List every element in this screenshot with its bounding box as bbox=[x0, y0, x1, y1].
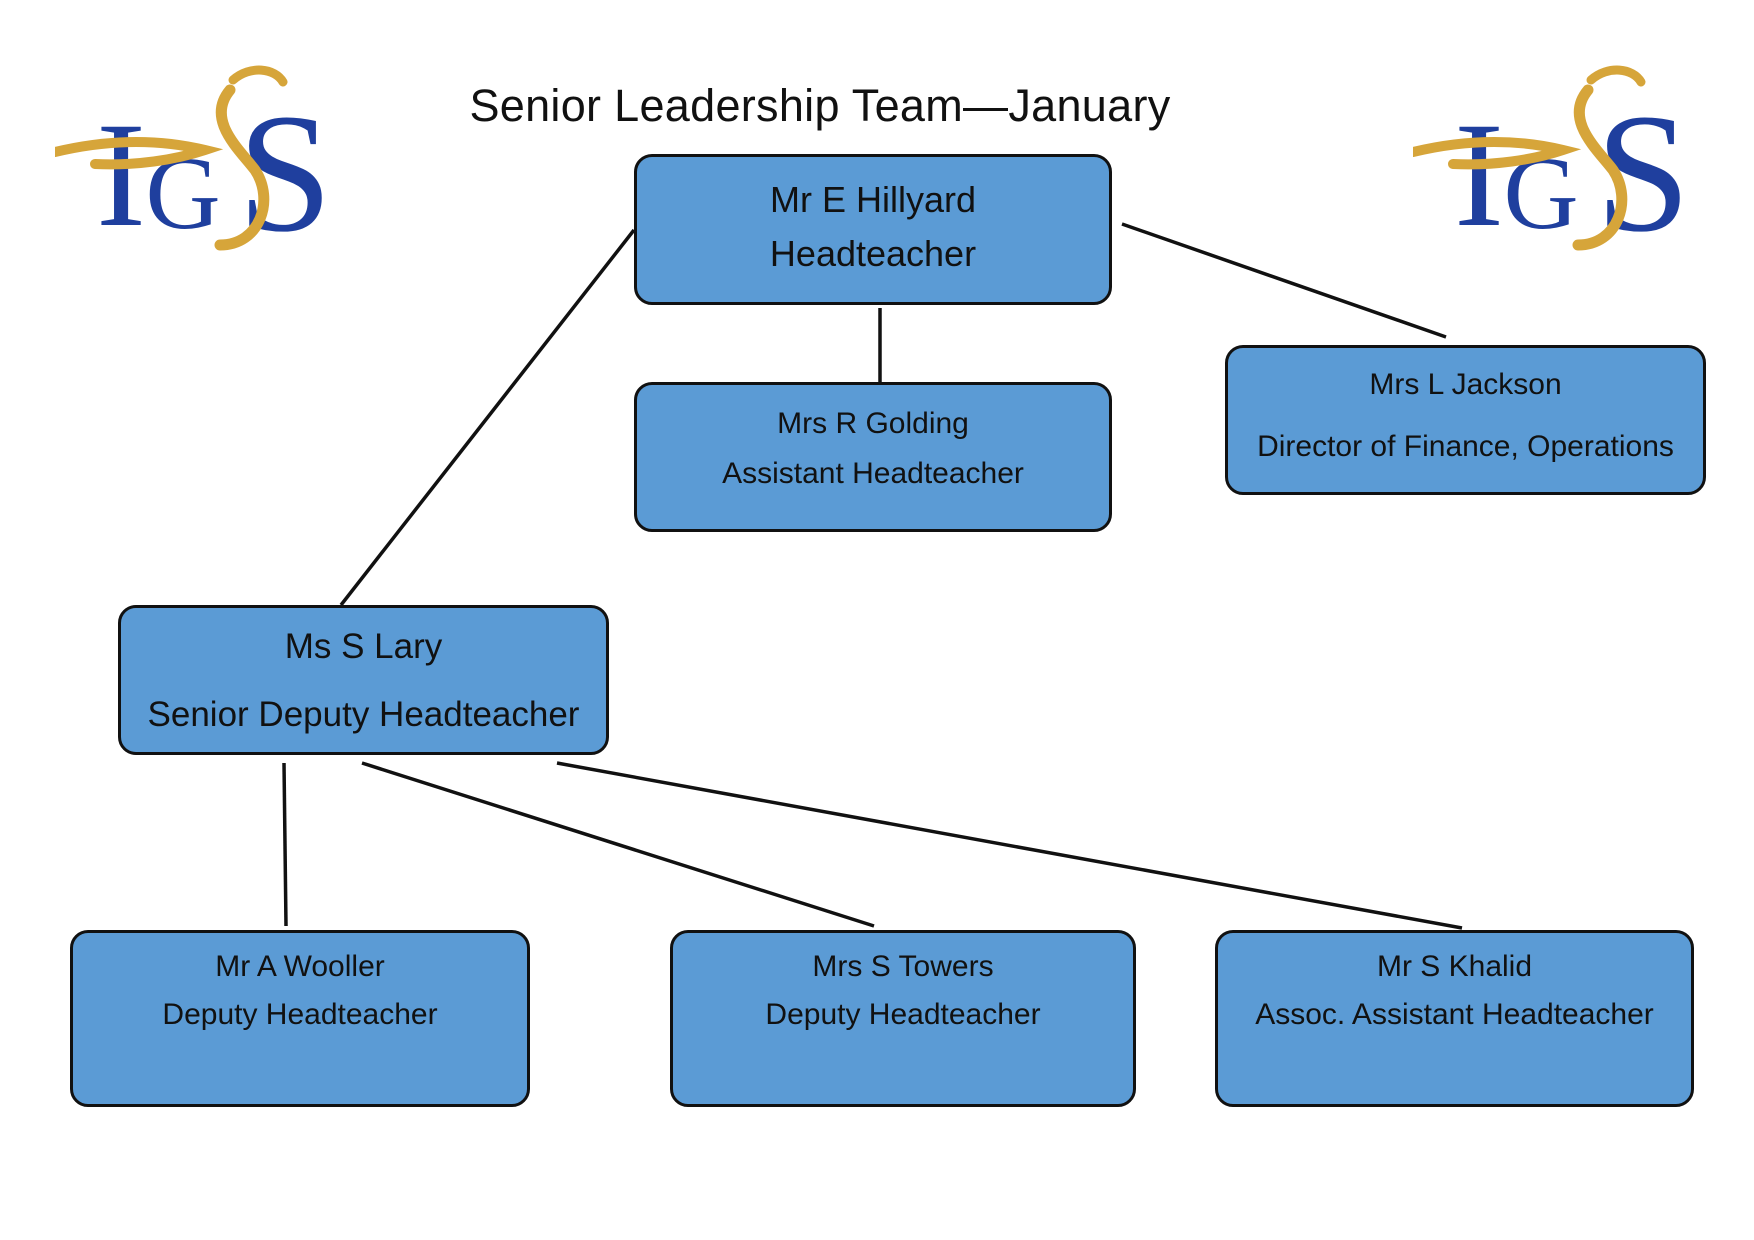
node-role: Director of Finance, Operations bbox=[1257, 430, 1674, 463]
connector-lary-khalid bbox=[556, 761, 1463, 930]
svg-text:I: I bbox=[96, 92, 146, 258]
school-logo-right: I G S bbox=[1408, 60, 1703, 267]
org-node-deputy-headteacher-wooller: Mr A Wooller Deputy Headteacher bbox=[70, 930, 530, 1107]
node-name: Mrs S Towers bbox=[812, 950, 994, 983]
connector-lary-towers bbox=[361, 761, 875, 928]
node-role: Assoc. Assistant Headteacher bbox=[1255, 998, 1654, 1031]
node-role: Senior Deputy Headteacher bbox=[147, 695, 580, 734]
org-node-senior-deputy-headteacher: Ms S Lary Senior Deputy Headteacher bbox=[118, 605, 609, 755]
node-name: Mrs R Golding bbox=[777, 407, 969, 440]
connector-hillyard-jackson bbox=[1121, 222, 1447, 339]
connector-hillyard-lary bbox=[339, 228, 636, 607]
node-name: Mr S Khalid bbox=[1376, 950, 1533, 983]
node-role: Assistant Headteacher bbox=[722, 457, 1024, 490]
school-crest-logo-icon: I G S bbox=[1408, 65, 1690, 267]
node-name: Mrs L Jackson bbox=[1369, 368, 1562, 401]
node-role: Deputy Headteacher bbox=[162, 998, 438, 1031]
org-node-assoc-assistant-headteacher: Mr S Khalid Assoc. Assistant Headteacher bbox=[1215, 930, 1694, 1107]
node-name: Mr A Wooller bbox=[215, 950, 385, 983]
node-role: Deputy Headteacher bbox=[765, 998, 1041, 1031]
node-name: Mr E Hillyard bbox=[769, 179, 976, 220]
school-logo-left: I G S bbox=[50, 60, 345, 267]
org-node-headteacher: Mr E Hillyard Headteacher bbox=[634, 154, 1112, 305]
page-title: Senior Leadership Team—January bbox=[469, 80, 1171, 131]
school-crest-logo-icon: I G S bbox=[50, 65, 332, 267]
org-node-assistant-headteacher: Mrs R Golding Assistant Headteacher bbox=[634, 382, 1112, 532]
node-role: Headteacher bbox=[769, 233, 977, 274]
node-name: Ms S Lary bbox=[284, 627, 443, 666]
svg-text:I: I bbox=[1454, 92, 1504, 258]
org-node-deputy-headteacher-towers: Mrs S Towers Deputy Headteacher bbox=[670, 930, 1136, 1107]
org-node-director-of-finance: Mrs L Jackson Director of Finance, Opera… bbox=[1225, 345, 1706, 495]
connector-lary-wooller bbox=[282, 762, 288, 927]
